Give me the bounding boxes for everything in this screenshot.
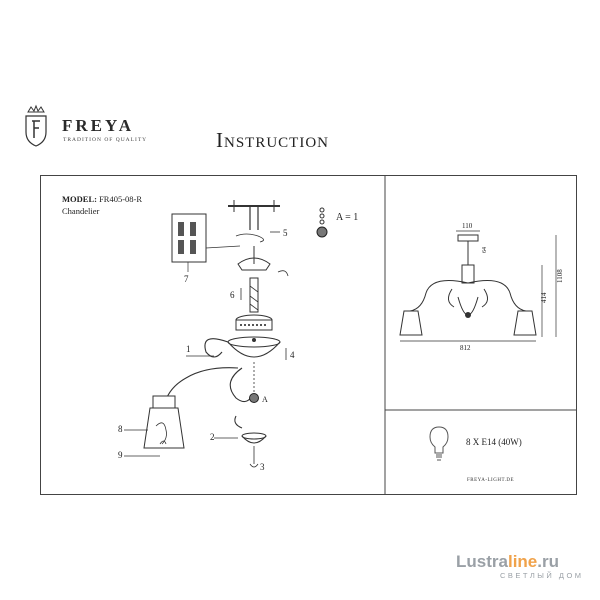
document-title: Instruction [216, 128, 329, 152]
watermark-subtitle: СВЕТЛЫЙ ДОМ [500, 571, 584, 580]
label-part-8: 8 [118, 424, 123, 434]
label-part-7: 7 [184, 274, 189, 284]
watermark-brand-orange: line [507, 552, 538, 571]
model-code: FR405-08-R [99, 194, 143, 204]
label-part-3: 3 [260, 462, 265, 472]
dim-overall-height: 1108 [556, 269, 564, 283]
label-crystal-a: A [262, 395, 268, 404]
document-frame [40, 175, 577, 495]
brand-tagline: TRADITION OF QUALITY [63, 137, 148, 143]
bulb-spec: 8 X E14 (40W) [466, 437, 522, 447]
dim-overall-width: 812 [460, 344, 471, 352]
dim-canopy-height: 64 [482, 247, 488, 253]
crystal-count: A = 1 [336, 212, 358, 223]
dimension-drawing: 110 64 812 414 1108 [399, 222, 564, 352]
lightbulb-icon [429, 426, 449, 461]
decorative-stem [249, 277, 259, 313]
watermark-brand-gray: Lustra [456, 552, 508, 571]
model-line: MODEL: FR405-08-R [62, 194, 142, 204]
label-part-6: 6 [230, 290, 235, 300]
label-part-1: 1 [186, 344, 191, 354]
dim-body-height: 414 [540, 292, 548, 303]
crystal-chain [249, 362, 259, 403]
body-bowl [227, 336, 281, 358]
ceiling-bracket [228, 200, 280, 243]
lamp-shade [143, 395, 185, 449]
mounting-plate-inset [171, 213, 241, 272]
crystal-drop-icon [316, 207, 328, 238]
upper-bowl [235, 314, 273, 331]
dim-top-width: 110 [462, 222, 473, 230]
label-part-9: 9 [118, 450, 123, 460]
label-part-2: 2 [210, 432, 215, 442]
assembly-diagram: 7 5 A = 1 6 4 1 [118, 200, 358, 472]
model-label: MODEL: [62, 194, 97, 204]
freya-crest-logo-icon [25, 104, 47, 147]
product-type: Chandelier [62, 206, 100, 216]
label-part-5: 5 [283, 228, 288, 238]
brand-name: FREYA [62, 116, 134, 135]
website-text: FREYA-LIGHT.DE [467, 478, 515, 483]
bottom-finial [241, 432, 267, 468]
canopy [237, 257, 271, 271]
watermark-brand: Lustraline.ru [456, 552, 559, 572]
label-part-4: 4 [290, 350, 295, 360]
chandelier-outline [399, 264, 537, 336]
watermark-brand-suffix: .ru [537, 552, 559, 571]
